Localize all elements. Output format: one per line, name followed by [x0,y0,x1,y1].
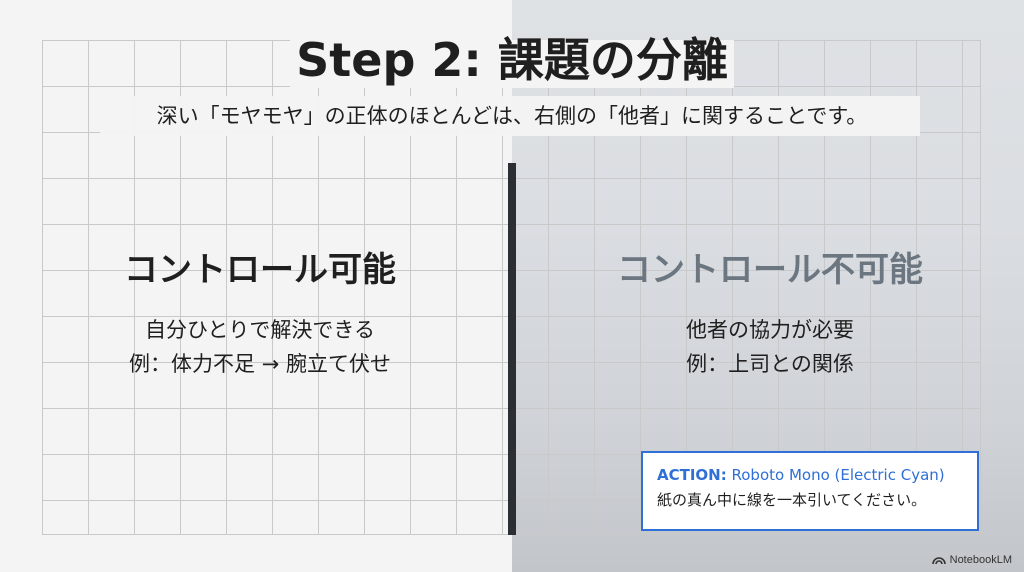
subtitle-background [100,96,920,136]
title-background [290,40,734,88]
uncontrollable-example: 例：上司との関係 [686,352,854,376]
controllable-line-1: 自分ひとりで解決できる [145,318,375,342]
slide-subtitle: 深い「モヤモヤ」の正体のほとんどは、右側の「他者」に関することです。 [156,104,868,128]
action-header: ACTION: Roboto Mono (Electric Cyan) [657,463,963,487]
notebooklm-watermark: NotebookLM [931,554,1012,566]
controllable-heading: コントロール可能 [124,250,396,290]
controllable-description: 自分ひとりで解決できる 例：体力不足 → 腕立て伏せ [30,313,490,381]
controllable-example: 例：体力不足 → 腕立て伏せ [129,352,391,376]
slide-title: Step 2: 課題の分離 [296,33,728,87]
center-divider-line [508,163,516,535]
action-font-note: Roboto Mono (Electric Cyan) [726,466,945,484]
action-label: ACTION: [657,466,727,484]
notebooklm-logo-icon [931,555,946,565]
uncontrollable-description: 他者の協力が必要 例：上司との関係 [540,313,1000,381]
action-instruction: 紙の真ん中に線を一本引いてください。 [657,491,927,509]
uncontrollable-heading: コントロール不可能 [617,250,923,290]
action-callout-box: ACTION: Roboto Mono (Electric Cyan) 紙の真ん… [641,451,979,531]
uncontrollable-line-1: 他者の協力が必要 [686,318,854,342]
watermark-text: NotebookLM [949,554,1012,566]
